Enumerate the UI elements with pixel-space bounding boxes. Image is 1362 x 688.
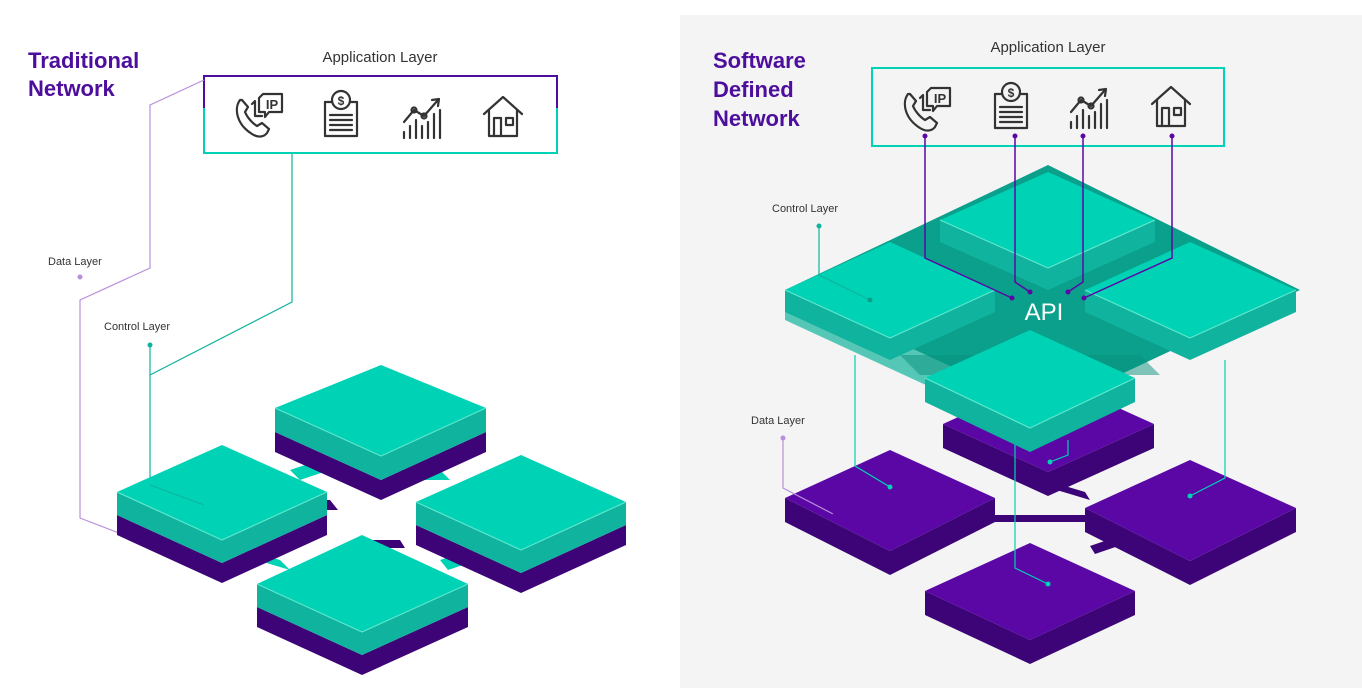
sdn-control-layer [784,165,1300,452]
traditional-control-layer-label: Control Layer [104,321,170,333]
invoice-icon: $ [323,89,359,138]
voip-phone-icon: IP [903,86,952,132]
invoice-icon: $ [993,81,1029,130]
sdn-title-line2: Defined [713,77,794,102]
sdn-title-line3: Network [713,106,801,131]
traditional-application-box [203,75,558,154]
sdn-title-line1: Software [713,48,806,73]
home-icon [482,95,524,138]
traditional-tile-back [274,365,487,500]
data-layer-dot [77,274,83,280]
svg-text:IP: IP [934,91,947,106]
voip-phone-icon: IP [235,92,284,138]
sdn-data-layer-label: Data Layer [751,415,805,427]
svg-text:IP: IP [266,97,279,112]
traditional-title-line1: Traditional [28,48,139,73]
traditional-tile-right [415,455,627,593]
sdn-control-layer-line [818,226,871,301]
svg-text:$: $ [338,94,345,108]
sdn-api-connectors [922,133,1175,301]
traditional-tile-front [256,535,469,675]
svg-text:$: $ [1008,86,1015,100]
traditional-tile-left [116,445,328,583]
traditional-data-layer-line [79,79,205,549]
api-label: API [1025,299,1064,326]
analytics-chart-icon [402,97,442,140]
traditional-title-line2: Network [28,76,116,101]
sdn-application-box [871,67,1225,147]
sdn-control-layer-label: Control Layer [772,203,838,215]
sdn-application-layer-label: Application Layer [990,39,1105,56]
sdn-data-layer-line [782,438,836,516]
traditional-data-layer-label: Data Layer [48,256,102,268]
traditional-network-panel: Traditional Network Application Layer IP… [28,48,627,675]
sdn-panel: Software Defined Network Application Lay… [680,15,1362,688]
traditional-application-layer-label: Application Layer [322,49,437,66]
